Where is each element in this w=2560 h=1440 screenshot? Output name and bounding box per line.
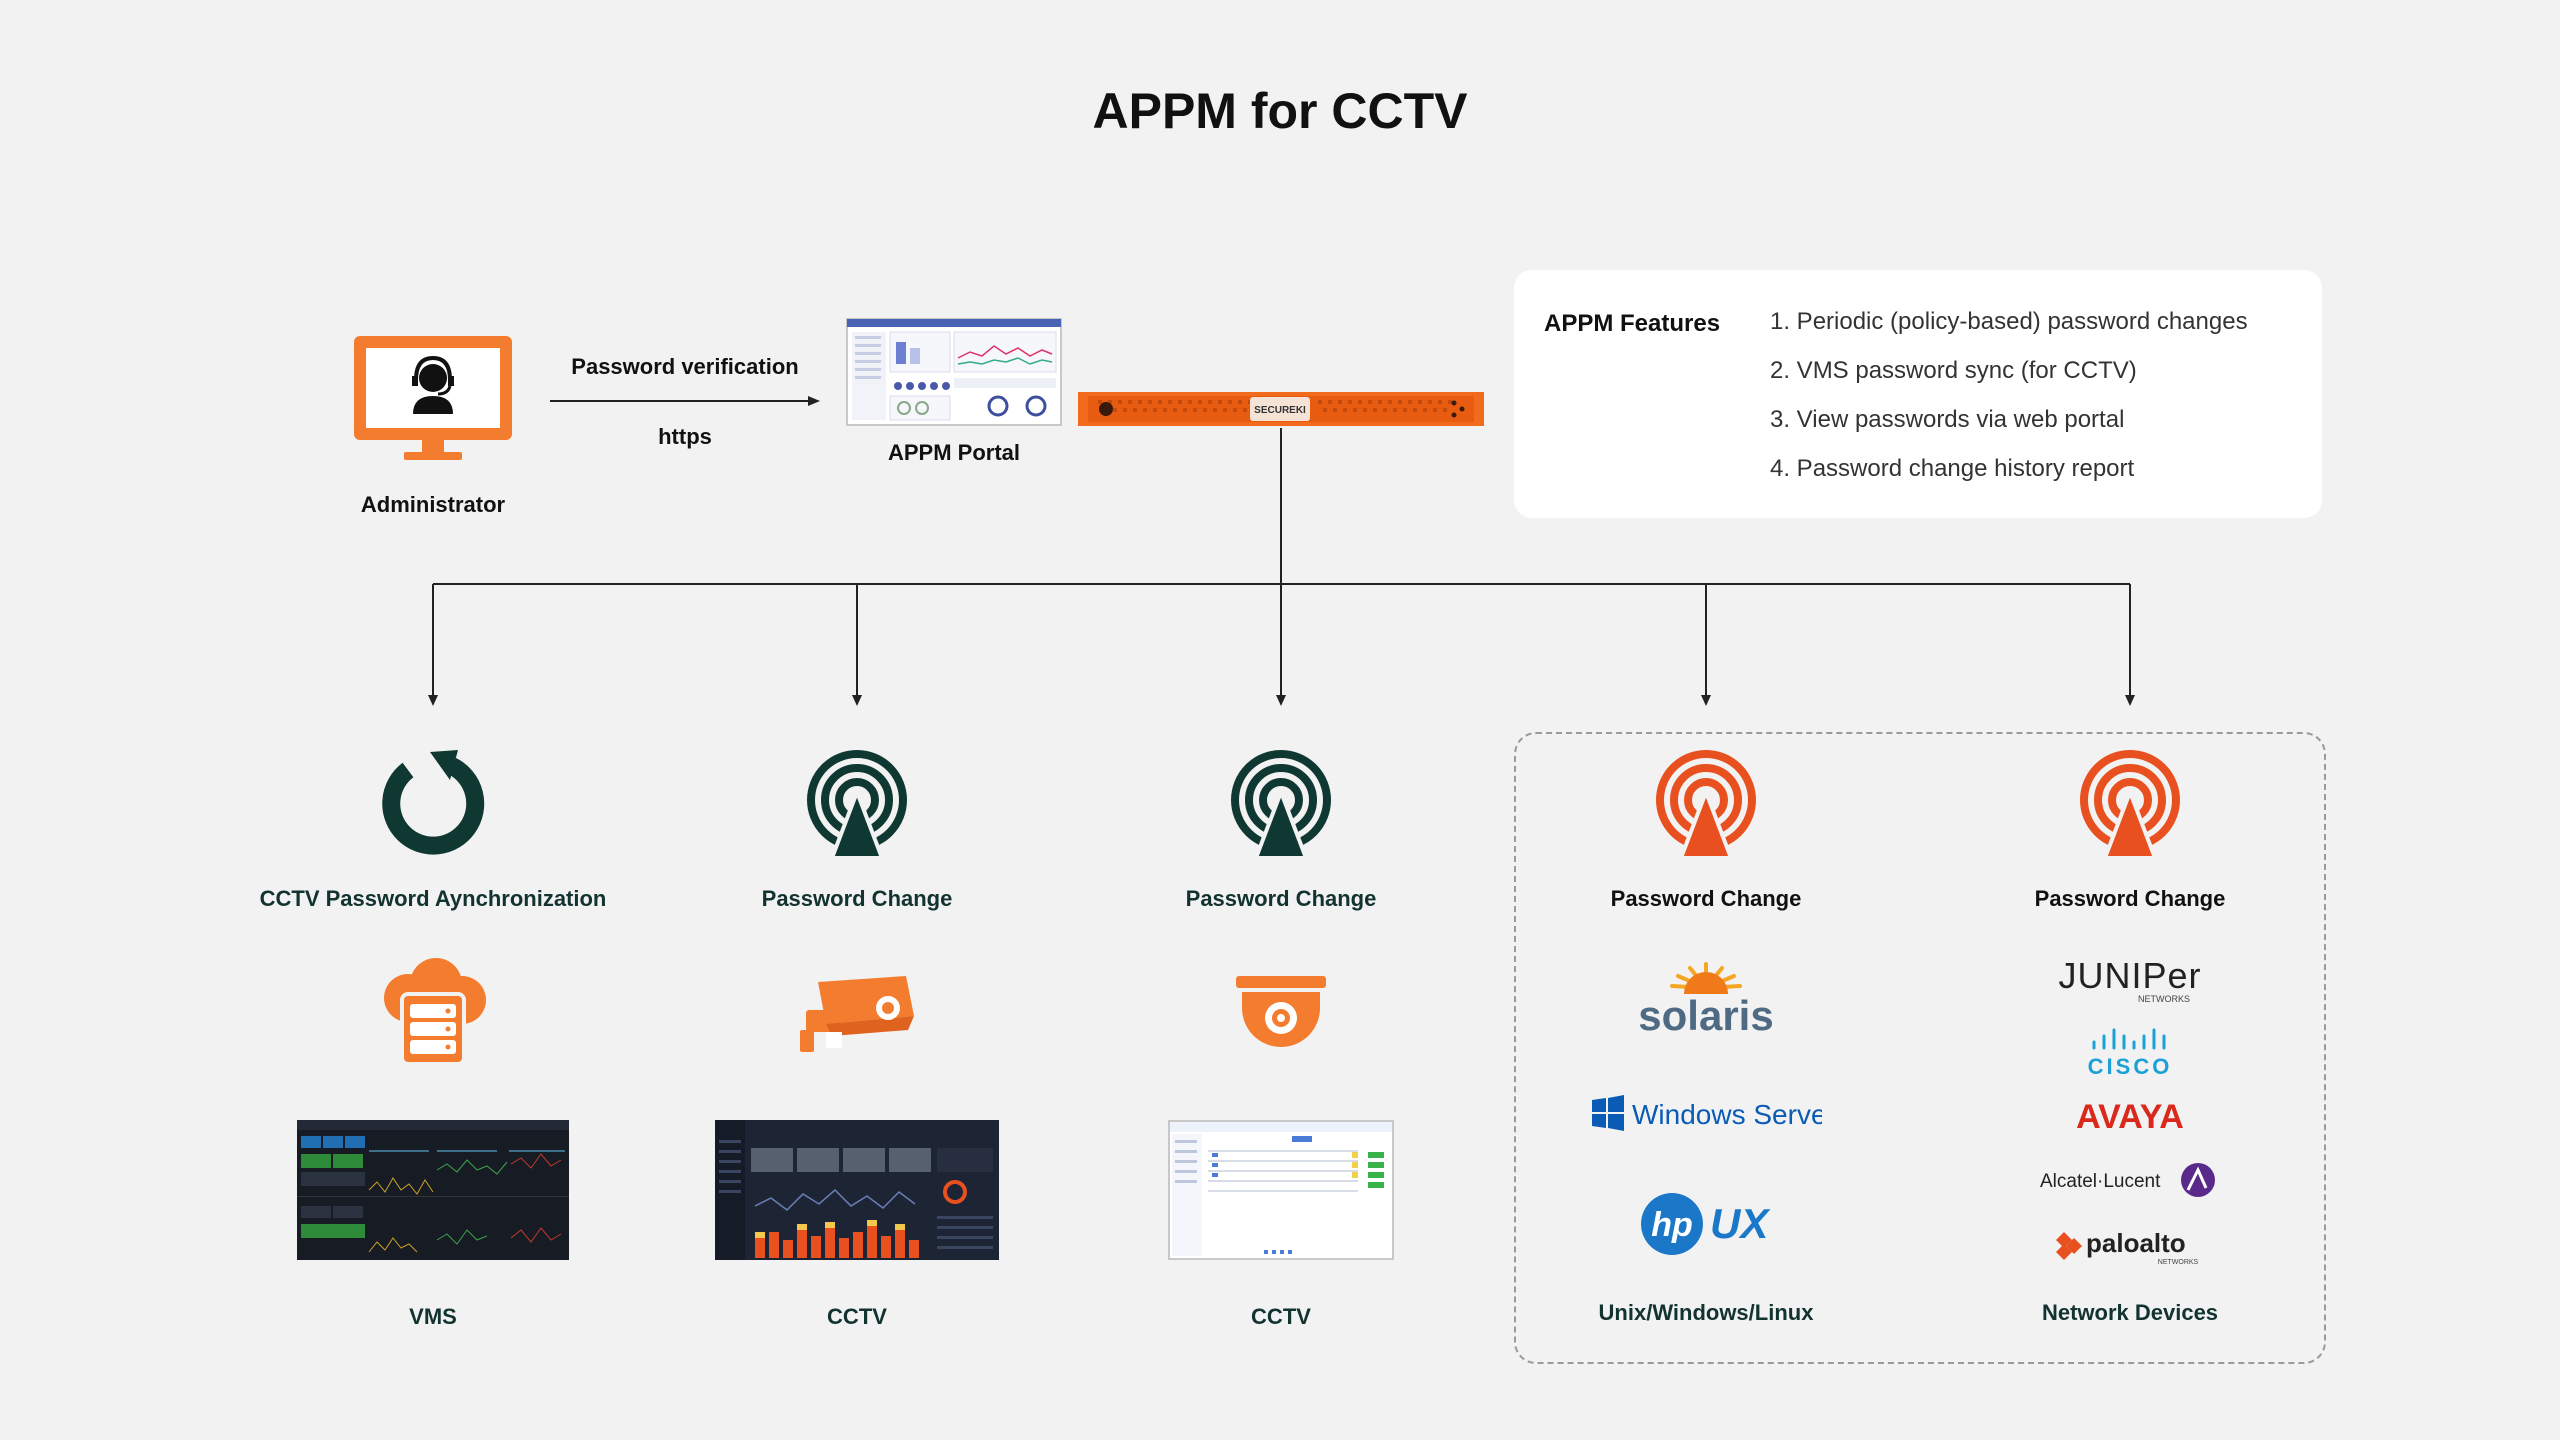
password-change-label: Password Change [761,886,953,911]
feature-item: 2. VMS password sync (for CCTV) [1770,357,2137,384]
password-change-label: Password Change [1610,886,1802,911]
vms-dashboard-screenshot[interactable] [297,1120,569,1260]
broadcast-tower-icon [2080,750,2180,858]
cctv-web-screenshot[interactable] [1168,1120,1394,1260]
feature-item: 1. Periodic (policy-based) password chan… [1770,308,2248,335]
administrator-monitor-icon [354,336,512,460]
verification-arrow [550,396,820,406]
alcatel-lucent-logo: Alcatel·Lucent [2040,1163,2215,1197]
solaris-logo: solaris [1638,962,1774,1038]
svg-text:NETWORKS: NETWORKS [2158,1259,2199,1266]
sync-refresh-icon [382,750,485,855]
appm-portal-screenshot[interactable] [846,318,1062,426]
juniper-logo: JUNIPer NETWORKS [2058,956,2201,1004]
windows-server-logo: Windows Server [1592,1095,1822,1131]
avaya-logo: AVAYA [2076,1098,2184,1136]
broadcast-tower-icon [1231,750,1331,858]
svg-text:hp: hp [1651,1206,1693,1244]
network-devices-label: Network Devices [2041,1300,2219,1325]
password-change-label: Password Change [1185,886,1377,911]
cisco-logo: CISCO [2088,1028,2173,1078]
https-label: https [658,424,712,449]
dome-camera-icon [1236,976,1326,1047]
svg-text:AVAYA: AVAYA [2076,1098,2184,1136]
page-title: APPM for CCTV [1092,83,1468,139]
password-change-label: Password Change [2034,886,2226,911]
svg-text:NETWORKS: NETWORKS [2138,994,2190,1004]
cctv-label: CCTV [1251,1304,1311,1329]
managed-systems-group [1514,732,2326,1364]
svg-text:paloalto: paloalto [2086,1228,2186,1258]
appm-portal-label: APPM Portal [887,440,1021,465]
svg-text:JUNIPer: JUNIPer [2058,956,2201,996]
features-list: 1. Periodic (policy-based) password chan… [1770,308,2248,504]
connector-tree [428,428,2135,706]
appliance-brand-text: SECUREKI [1254,405,1306,416]
broadcast-tower-icon [1656,750,1756,858]
svg-text:solaris: solaris [1638,992,1773,1038]
hp-ux-logo: hp UX [1641,1193,1771,1255]
svg-text:UX: UX [1710,1200,1771,1247]
cctv-label: CCTV [827,1304,887,1329]
feature-item: 3. View passwords via web portal [1770,406,2125,433]
appm-features-panel: APPM Features 1. Periodic (policy-based)… [1514,270,2322,518]
svg-text:Windows Server: Windows Server [1632,1099,1822,1130]
vms-label: VMS [409,1304,457,1329]
password-verification-label: Password verification [571,354,799,379]
administrator-label: Administrator [360,492,506,517]
features-title: APPM Features [1544,310,1721,337]
broadcast-tower-icon [807,750,907,858]
svg-text:Alcatel·Lucent: Alcatel·Lucent [2040,1171,2161,1192]
cctv-dashboard-screenshot[interactable] [715,1120,999,1260]
securiki-appliance: SECUREKI [1078,392,1484,426]
paloalto-logo: paloalto NETWORKS [2056,1228,2199,1266]
cctv-sync-label: CCTV Password Aynchronization [259,886,607,911]
feature-item: 4. Password change history report [1770,455,2135,482]
unix-windows-linux-label: Unix/Windows/Linux [1598,1300,1814,1325]
svg-text:CISCO: CISCO [2088,1054,2173,1078]
cloud-server-icon [384,958,486,1066]
bullet-camera-icon [800,976,914,1052]
